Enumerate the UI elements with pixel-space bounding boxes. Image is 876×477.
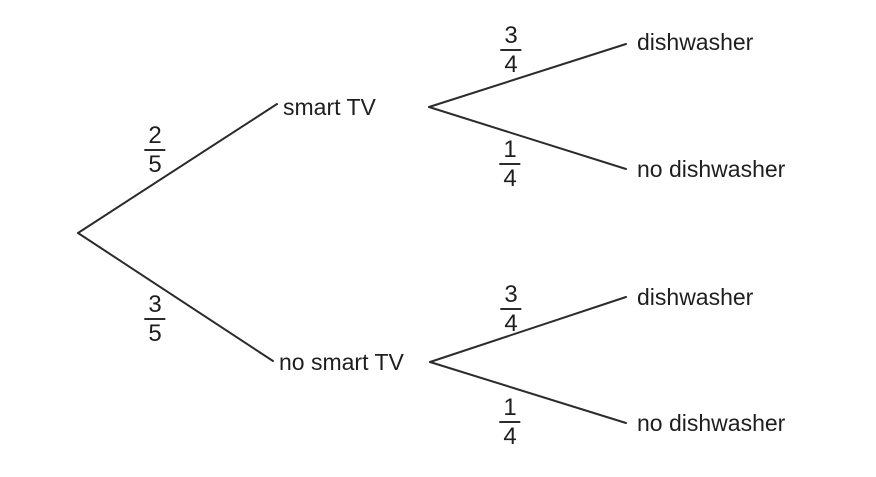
fraction-denominator: 4	[504, 310, 518, 337]
fraction-numerator: 2	[144, 123, 166, 151]
probability-fraction-no-smart-tv-dishwasher: 3 4	[500, 282, 522, 337]
fraction-denominator: 5	[148, 320, 162, 347]
fraction-denominator: 4	[503, 165, 517, 192]
node-label-smart-tv: smart TV	[283, 94, 376, 120]
branch-line-no-smart-tv	[77, 232, 274, 362]
fraction-numerator: 1	[499, 137, 521, 165]
fraction-numerator: 3	[500, 23, 522, 51]
probability-fraction-no-smart-tv: 3 5	[144, 292, 166, 347]
node-label-no-smart-tv-no-dishwasher: no dishwasher	[637, 410, 786, 436]
fraction-denominator: 5	[148, 151, 162, 178]
fraction-denominator: 4	[504, 51, 518, 78]
fraction-denominator: 4	[503, 423, 517, 450]
probability-fraction-smart-tv-no-dishwasher: 1 4	[499, 137, 521, 192]
fraction-numerator: 3	[144, 292, 166, 320]
branch-line-no-smart-tv-dishwasher	[429, 296, 627, 363]
branch-line-no-smart-tv-no-dishwasher	[429, 361, 627, 424]
fraction-numerator: 3	[500, 282, 522, 310]
branch-line-smart-tv	[77, 103, 278, 234]
probability-fraction-smart-tv-dishwasher: 3 4	[500, 23, 522, 78]
probability-fraction-smart-tv: 2 5	[144, 123, 166, 178]
probability-fraction-no-smart-tv-no-dishwasher: 1 4	[499, 395, 521, 450]
branch-line-smart-tv-dishwasher	[428, 43, 627, 108]
node-label-smart-tv-no-dishwasher: no dishwasher	[637, 156, 786, 182]
node-label-no-smart-tv: no smart TV	[279, 349, 404, 375]
fraction-numerator: 1	[499, 395, 521, 423]
node-label-smart-tv-dishwasher: dishwasher	[637, 29, 754, 55]
node-label-no-smart-tv-dishwasher: dishwasher	[637, 284, 754, 310]
branch-line-smart-tv-no-dishwasher	[428, 106, 627, 170]
